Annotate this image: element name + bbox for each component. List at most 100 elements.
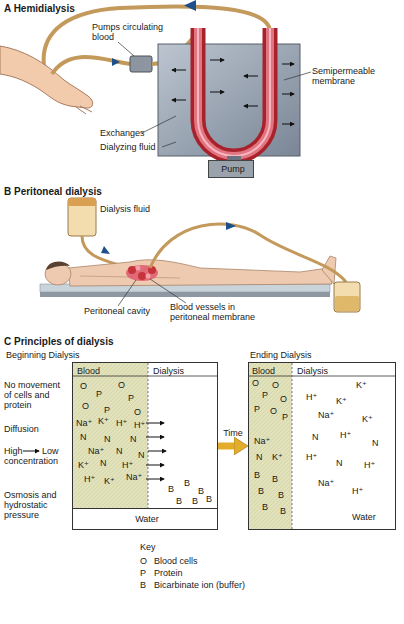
particle-symbol: B xyxy=(176,496,182,506)
particle-symbol: N xyxy=(130,434,137,444)
tube xyxy=(52,57,130,74)
annotation-label: Osmosis and hydrostatic pressure xyxy=(4,490,70,520)
particle-symbol: N xyxy=(256,452,263,462)
particle-symbol: H⁺ xyxy=(306,392,317,402)
box-text: Blood xyxy=(77,366,137,376)
diffusion-arrow xyxy=(146,423,166,479)
annotation-label: Water xyxy=(352,512,376,522)
blood-tube xyxy=(198,28,270,156)
particle-symbol: H⁺ xyxy=(364,460,375,470)
particle-symbol: Na⁺ xyxy=(88,446,104,456)
particle-symbol: B xyxy=(272,474,278,484)
membrane-line xyxy=(292,363,293,529)
particle-symbol: N xyxy=(372,438,379,448)
annotation-label: No movement of cells and protein xyxy=(4,380,70,410)
diffusion-arrow xyxy=(146,479,164,480)
exchange-arrow xyxy=(282,124,294,125)
particle-symbol: P xyxy=(282,412,288,422)
annotation-label: Pumps circulating blood xyxy=(92,22,172,42)
particle-symbol: O xyxy=(118,380,125,390)
water-band: Water xyxy=(73,508,217,529)
bed-frame xyxy=(40,292,330,297)
particle-symbol: O xyxy=(82,401,89,411)
particle-symbol: B xyxy=(198,486,204,496)
diffusion-arrow xyxy=(146,465,164,466)
particle-symbol: O xyxy=(140,556,147,566)
particle-symbol: P xyxy=(128,393,134,403)
box-text: Dialysis xyxy=(153,366,213,376)
exchange-arrow xyxy=(244,106,258,107)
body xyxy=(68,260,332,286)
arm xyxy=(0,46,93,108)
legend-text: Protein xyxy=(154,568,183,578)
diffusion-arrow xyxy=(146,437,164,438)
exchange-arrow xyxy=(282,64,294,65)
particle-symbol: O xyxy=(252,378,259,388)
peritoneal-illustration xyxy=(40,198,360,312)
annotation-label: Low concentration xyxy=(4,446,70,466)
particle-symbol: Na⁺ xyxy=(76,418,92,428)
box-text: Water xyxy=(75,514,219,524)
annotation-label: Dialyzing fluid xyxy=(100,142,170,152)
leader-line xyxy=(284,72,311,80)
particle-symbol: K⁺ xyxy=(356,380,367,390)
peritoneal-vessels xyxy=(146,274,151,279)
particle-symbol: K⁺ xyxy=(362,414,373,424)
particle-symbol: B xyxy=(280,506,286,516)
annotation-label: Semipermeable membrane xyxy=(312,66,384,86)
membrane-line xyxy=(148,363,149,508)
exchange-arrow xyxy=(210,60,224,61)
flow-arrow xyxy=(112,58,120,66)
finger xyxy=(76,106,92,114)
fluid-bag-top xyxy=(68,198,96,206)
annotation-label: Beginning Dialysis xyxy=(6,350,126,360)
particle-symbol: H⁺ xyxy=(116,418,127,428)
leader-line xyxy=(118,42,134,56)
particle-symbol: K⁺ xyxy=(272,452,283,462)
annotation-label: High xyxy=(4,446,23,456)
particle-symbol: Na⁺ xyxy=(318,410,334,420)
box-text: Dialysis xyxy=(297,366,357,376)
peritoneal-vessels xyxy=(138,272,146,280)
leader-line xyxy=(150,279,186,303)
exchange-arrow xyxy=(172,70,186,71)
particle-symbol: N xyxy=(116,446,123,456)
particle-symbol: N xyxy=(312,432,319,442)
particle-symbol: Na⁺ xyxy=(318,478,334,488)
blood-pump xyxy=(130,56,152,72)
particle-symbol: P xyxy=(262,390,268,400)
particle-symbol: H⁺ xyxy=(306,452,317,462)
blood-column-shading xyxy=(249,363,292,529)
box-text: Pump xyxy=(211,164,255,174)
exchange-arrow xyxy=(282,94,294,95)
panel-title: B Peritoneal dialysis xyxy=(4,186,154,198)
particle-symbol: N xyxy=(138,450,145,460)
hair xyxy=(46,261,70,270)
particle-symbol: B xyxy=(168,484,174,494)
particle-symbol: B xyxy=(254,470,260,480)
leader-line xyxy=(118,280,136,306)
exchange-arrow xyxy=(210,92,224,93)
peritoneal-vessels xyxy=(128,266,136,274)
dialysis-principle-illustration xyxy=(23,363,396,529)
particle-symbol: N xyxy=(100,458,107,468)
box-text: Blood xyxy=(252,366,294,376)
time-arrow xyxy=(218,443,234,450)
particle-symbol: B xyxy=(184,478,190,488)
flow-arrow xyxy=(184,0,196,11)
particle-symbol: H⁺ xyxy=(134,420,145,430)
particle-symbol: Na⁺ xyxy=(126,472,142,482)
particle-symbol: O xyxy=(272,380,279,390)
particle-symbol: K⁺ xyxy=(98,416,109,426)
annotation-label: Ending Dialysis xyxy=(250,350,370,360)
peritoneal-vessels xyxy=(126,265,158,281)
gradient-arrow xyxy=(23,451,39,452)
panel-title: C Principles of dialysis xyxy=(4,336,164,348)
particle-symbol: B xyxy=(258,486,264,496)
annotation-label: Exchanges xyxy=(100,128,160,138)
leader-line xyxy=(162,142,176,147)
flow-arrow xyxy=(226,222,236,230)
